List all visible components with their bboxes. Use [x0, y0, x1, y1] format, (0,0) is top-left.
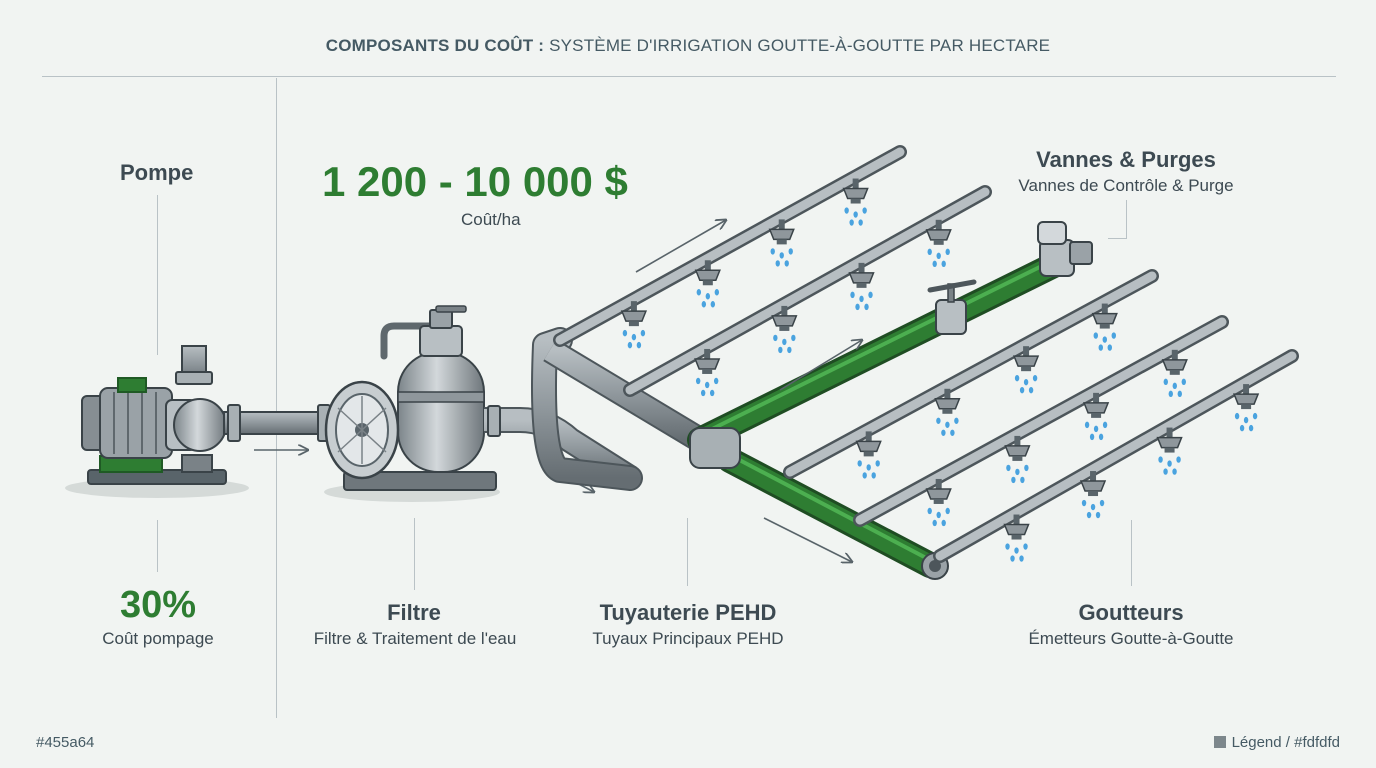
drippers-leader — [1131, 520, 1132, 586]
filter-label: Filtre — [387, 600, 441, 625]
pump-percent-label: Coût pompage — [102, 629, 214, 648]
valves-label: Vannes & Purges — [1036, 147, 1216, 172]
dripper-icon — [694, 348, 721, 397]
dripper-icon — [934, 388, 961, 436]
flow-arrow — [779, 340, 862, 391]
drippers-label: Goutteurs — [1078, 600, 1184, 625]
dripper-icon — [848, 262, 875, 311]
dripper-icon — [694, 260, 721, 308]
dripper-icon — [1082, 392, 1110, 441]
cost-unit: Coût/ha — [461, 210, 521, 229]
footer-legend: Légend / #fdfdfd — [1213, 734, 1340, 751]
valves-leader-tick — [1108, 238, 1127, 239]
lateral-lines-upper — [553, 145, 992, 397]
dripper-icon — [1091, 303, 1118, 351]
legend-swatch-icon — [1213, 736, 1226, 748]
green-main-pipe — [687, 249, 1073, 578]
legend-text: Légend / #fdfdfd — [1231, 734, 1340, 751]
pipes-label: Tuyauterie PEHD — [599, 600, 777, 625]
pump-label: Pompe — [120, 160, 194, 185]
filter-sub: Filtre & Traitement de l'eau — [313, 629, 517, 648]
pipes-sub: Tuyaux Principaux PEHD — [592, 629, 784, 648]
dripper-icon — [1004, 435, 1031, 484]
filter-icon — [324, 305, 497, 491]
valves-leader — [1126, 200, 1127, 238]
dripper-icon — [855, 431, 882, 479]
valves-sub: Vannes de Contrôle & Purge — [1018, 176, 1234, 195]
pump-percent: 30% — [119, 584, 197, 626]
dripper-icon — [1161, 349, 1188, 398]
flow-arrow — [635, 220, 726, 273]
dripper-icon — [1003, 514, 1030, 562]
dripper-icon — [768, 219, 795, 267]
dripper-icon — [1012, 346, 1040, 394]
footer-color-code: #455a64 — [36, 734, 95, 751]
title-bold: COMPOSANTS DU COÛT : — [325, 36, 545, 55]
page-title: COMPOSANTS DU COÛT : SYSTÈME D'IRRIGATIO… — [0, 36, 1376, 56]
dripper-icon — [925, 478, 952, 527]
pump-icon — [81, 345, 227, 485]
valve-icon — [927, 279, 977, 335]
column-divider — [276, 78, 277, 718]
dripper-icon — [1232, 384, 1260, 432]
dripper-icon — [620, 301, 648, 349]
flow-arrow — [763, 517, 852, 562]
lateral-lines-lower — [783, 269, 1299, 563]
pipes-leader — [687, 518, 688, 586]
filter-leader — [414, 518, 415, 590]
drippers-sub: Émetteurs Goutte-à-Goutte — [1028, 629, 1234, 648]
cost-range: 1 200 - 10 000 $ — [322, 158, 628, 205]
title-rest: SYSTÈME D'IRRIGATION GOUTTE-À-GOUTTE PAR… — [549, 36, 1051, 55]
dripper-emitters — [620, 178, 1260, 562]
dripper-icon — [842, 178, 869, 226]
dripper-icon — [1079, 471, 1107, 519]
purge-valve-icon — [1037, 221, 1093, 277]
dripper-icon — [771, 305, 798, 354]
dripper-icon — [925, 219, 952, 268]
pump-leader-top — [157, 195, 158, 355]
header-divider — [42, 76, 1336, 77]
dripper-icon — [1156, 427, 1183, 475]
pump-leader-bottom — [157, 520, 158, 572]
